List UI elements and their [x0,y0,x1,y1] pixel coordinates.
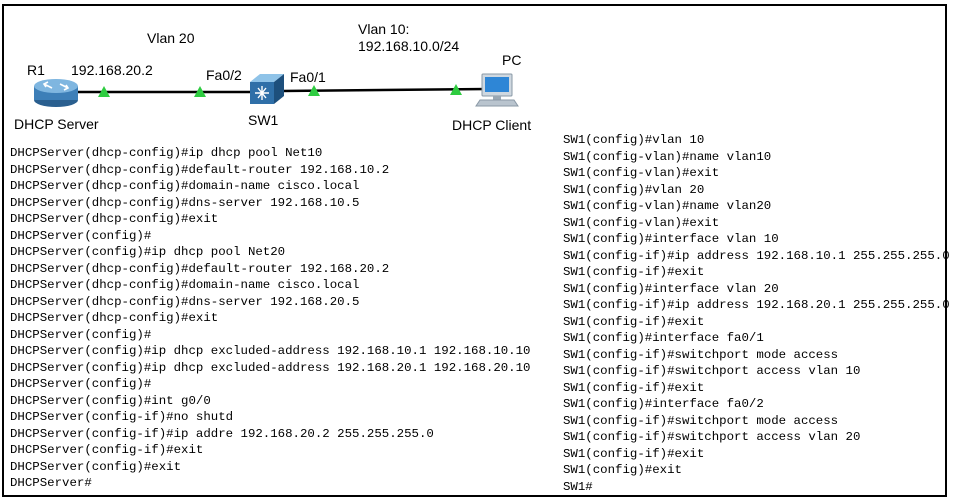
router-icon [34,79,78,107]
server-config-line: DHCPServer(config-if)#ip addre 192.168.2… [10,426,434,441]
r1-role-label: DHCP Server [14,116,99,132]
network-topology [34,73,519,107]
switch-config-line: SW1(config-vlan)#exit [563,166,720,180]
switch-config-listing: SW1(config)#vlan 10 SW1(config-vlan)#name… [563,132,950,495]
switch-config-line: SW1(config)#interface vlan 20 [563,281,779,296]
server-config-line: DHCPServer(dhcp-config)#dns-server 192.1… [10,195,360,210]
r1-name-label: R1 [27,62,45,78]
vlan20-label: Vlan 20 [147,30,195,46]
vlan10-subnet-label: 192.168.10.0/24 [358,38,460,54]
server-config-line: DHCPServer(dhcp-config)#exit [10,212,219,226]
pc-name-label: PC [502,52,522,68]
switch-config-line: SW1(config-if)#switchport mode access [563,413,839,428]
server-config-line: DHCPServer(config)#int g0/0 [10,393,211,408]
switch-config-line: SW1(config-vlan)#name vlan10 [563,149,772,164]
switch-config-line: SW1(config-if)#switchport mode access [563,347,839,362]
server-config-line: DHCPServer(config-if)#no shutd [10,410,234,424]
switch-config-line: SW1(config-if)#ip address 192.168.10.1 2… [563,248,950,263]
server-config-line: DHCPServer(dhcp-config)#domain-name cisc… [10,179,360,193]
pc-icon [475,73,519,107]
port-indicator-sw1-fa0-1 [308,85,320,96]
switch-config-line: SW1# [563,479,593,494]
server-config-line: DHCPServer(config)# [10,228,152,243]
switch-config-line: SW1(config-if)#ip address 192.168.20.1 2… [563,298,950,312]
sw1-port-fa0-2-label: Fa0/2 [206,67,242,83]
dhcp-server-config-listing: DHCPServer(dhcp-config)#ip dhcp pool Net… [10,145,531,492]
server-config-line: DHCPServer(config-if)#exit [10,443,204,457]
server-config-line: DHCPServer(config)# [10,377,152,391]
switch-config-line: SW1(config)#vlan 20 [563,182,705,197]
vlan10-label: Vlan 10: [358,21,410,37]
sw1-port-fa0-1-label: Fa0/1 [290,69,326,85]
port-indicator-sw1-fa0-2 [194,86,206,97]
switch-config-line: SW1(config)#exit [563,463,682,477]
server-config-line: DHCPServer(dhcp-config)#ip dhcp pool Net… [10,146,323,160]
switch-config-line: SW1(config-vlan)#name vlan20 [563,199,772,213]
port-indicator-pc [450,84,462,95]
switch-config-line: SW1(config)#vlan 10 [563,133,705,147]
pc-role-label: DHCP Client [452,117,532,133]
server-config-line: DHCPServer(config)#ip dhcp excluded-addr… [10,344,531,358]
figure-frame [2,4,947,497]
switch-config-line: SW1(config)#interface fa0/1 [563,331,764,345]
server-config-line: DHCPServer(config)#ip dhcp pool Net20 [10,245,286,259]
server-config-line: DHCPServer(config)# [10,327,152,342]
server-config-line: DHCPServer(config)#ip dhcp excluded-addr… [10,360,531,375]
switch-config-line: SW1(config-if)#exit [563,314,705,329]
r1-ip-label: 192.168.20.2 [71,62,153,78]
server-config-line: DHCPServer(config)#exit [10,459,182,474]
server-config-line: DHCPServer# [10,476,92,490]
port-indicator-r1 [98,86,110,97]
switch-config-line: SW1(config)#interface vlan 10 [563,232,779,246]
switch-config-line: SW1(config-if)#switchport access vlan 20 [563,430,861,444]
switch-config-line: SW1(config-if)#exit [563,265,705,279]
server-config-line: DHCPServer(dhcp-config)#default-router 1… [10,261,390,276]
switch-config-line: SW1(config-vlan)#exit [563,215,720,230]
switch-config-line: SW1(config-if)#switchport access vlan 10 [563,364,861,378]
switch-config-line: SW1(config)#interface fa0/2 [563,397,764,411]
server-config-line: DHCPServer(dhcp-config)#dns-server 192.1… [10,294,360,309]
switch-icon [250,74,284,104]
switch-config-line: SW1(config-if)#exit [563,380,705,395]
sw1-name-label: SW1 [248,112,279,128]
server-config-line: DHCPServer(dhcp-config)#default-router 1… [10,162,390,177]
switch-config-line: SW1(config-if)#exit [563,446,705,461]
server-config-line: DHCPServer(dhcp-config)#exit [10,311,219,325]
server-config-line: DHCPServer(dhcp-config)#domain-name cisc… [10,278,360,292]
